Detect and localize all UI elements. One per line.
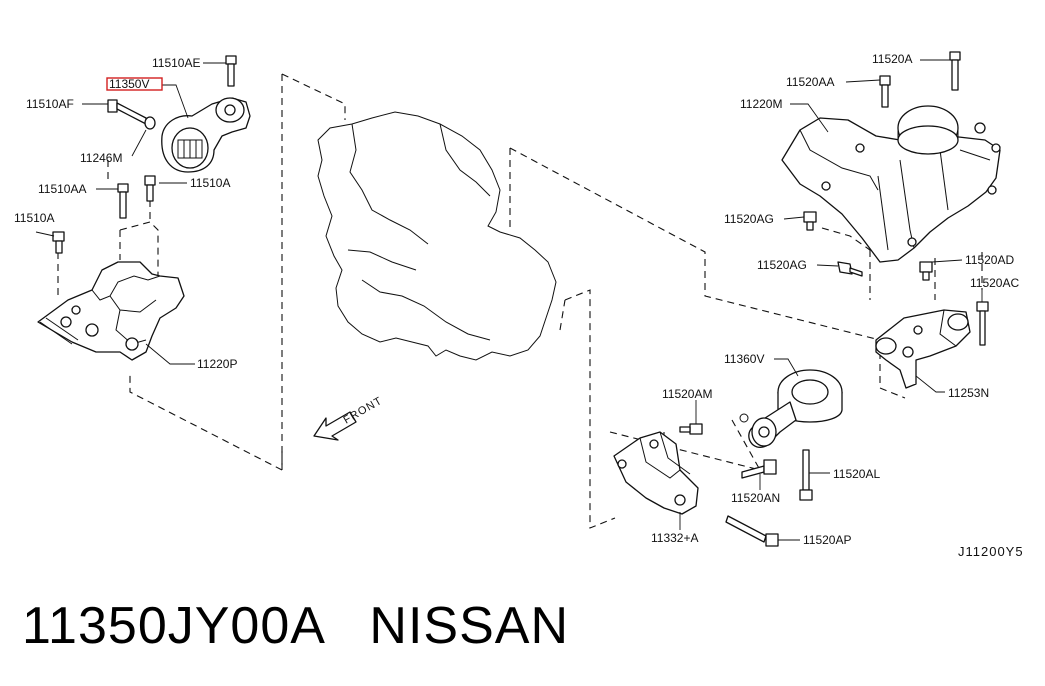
bolt-11520ag-2[interactable] — [837, 261, 863, 277]
label-11220p[interactable]: 11220P — [197, 357, 237, 371]
bolt-11520aa[interactable] — [879, 75, 891, 108]
washer-11246m[interactable] — [144, 116, 156, 130]
label-11350v[interactable]: 11350V — [109, 77, 149, 91]
part-caption: 11350JY00A NISSAN — [22, 596, 569, 656]
label-11520a[interactable]: 11520A — [872, 52, 912, 66]
bolt-11510aa[interactable] — [117, 183, 129, 219]
mount-11350v[interactable] — [161, 97, 251, 173]
bolt-11510af[interactable] — [107, 99, 147, 125]
bolt-11520am[interactable] — [679, 423, 703, 435]
highlight-box — [106, 77, 163, 91]
label-11520ad[interactable]: 11520AD — [965, 253, 1014, 267]
label-11510af[interactable]: 11510AF — [26, 97, 74, 111]
bracket-11332a[interactable] — [613, 431, 699, 515]
mount-bracket-11220p[interactable] — [37, 261, 185, 361]
label-11520an[interactable]: 11520AN — [731, 491, 780, 505]
mount-bracket-11220m[interactable] — [781, 105, 1001, 263]
phantom-lines — [57, 73, 983, 529]
label-11520ap[interactable]: 11520AP — [803, 533, 852, 547]
label-11246m[interactable]: 11246M — [80, 151, 122, 165]
bolt-11520an[interactable] — [741, 459, 777, 479]
engine-block-outline — [317, 111, 557, 361]
diagram-code: J11200Y5 — [958, 544, 1024, 559]
label-11332a[interactable]: 11332+A — [651, 531, 699, 545]
part-labels: 11510AE 11350V 11510AF 11246M 11510AA 11… — [14, 52, 1024, 559]
leader-lines — [35, 59, 983, 541]
label-11520ag-1[interactable]: 11520AG — [724, 212, 774, 226]
bolt-11520ad[interactable] — [919, 261, 933, 281]
bolt-11520a[interactable] — [949, 51, 961, 91]
bolt-11520ac[interactable] — [976, 301, 989, 346]
label-11253n[interactable]: 11253N — [948, 386, 989, 400]
caption-brand: NISSAN — [369, 597, 570, 655]
bolt-11510ae[interactable] — [225, 55, 237, 87]
label-11520ag-2[interactable]: 11520AG — [757, 258, 807, 272]
front-label: FRONT — [342, 395, 385, 427]
bolt-11520ag-1[interactable] — [803, 211, 817, 231]
caption-part-number: 11350JY00A — [22, 597, 324, 655]
label-11510ae[interactable]: 11510AE — [152, 56, 201, 70]
label-11360v[interactable]: 11360V — [724, 352, 764, 366]
bolt-11510a-left[interactable] — [52, 231, 65, 254]
label-11510a-left[interactable]: 11510A — [14, 211, 54, 225]
bolt-11510a-top[interactable] — [144, 175, 156, 202]
label-11510a-top[interactable]: 11510A — [190, 176, 230, 190]
bracket-11253n[interactable] — [875, 309, 971, 389]
bolt-11520ap[interactable] — [725, 515, 779, 547]
label-11520am[interactable]: 11520AM — [662, 387, 712, 401]
bolt-11520al[interactable] — [799, 449, 813, 501]
label-11520ac[interactable]: 11520AC — [970, 276, 1019, 290]
label-11510aa[interactable]: 11510AA — [38, 182, 87, 196]
label-11520aa[interactable]: 11520AA — [786, 75, 835, 89]
label-11520al[interactable]: 11520AL — [833, 467, 880, 481]
mount-11360v[interactable] — [739, 369, 843, 448]
front-arrow-icon — [313, 411, 357, 441]
label-11220m[interactable]: 11220M — [740, 97, 782, 111]
